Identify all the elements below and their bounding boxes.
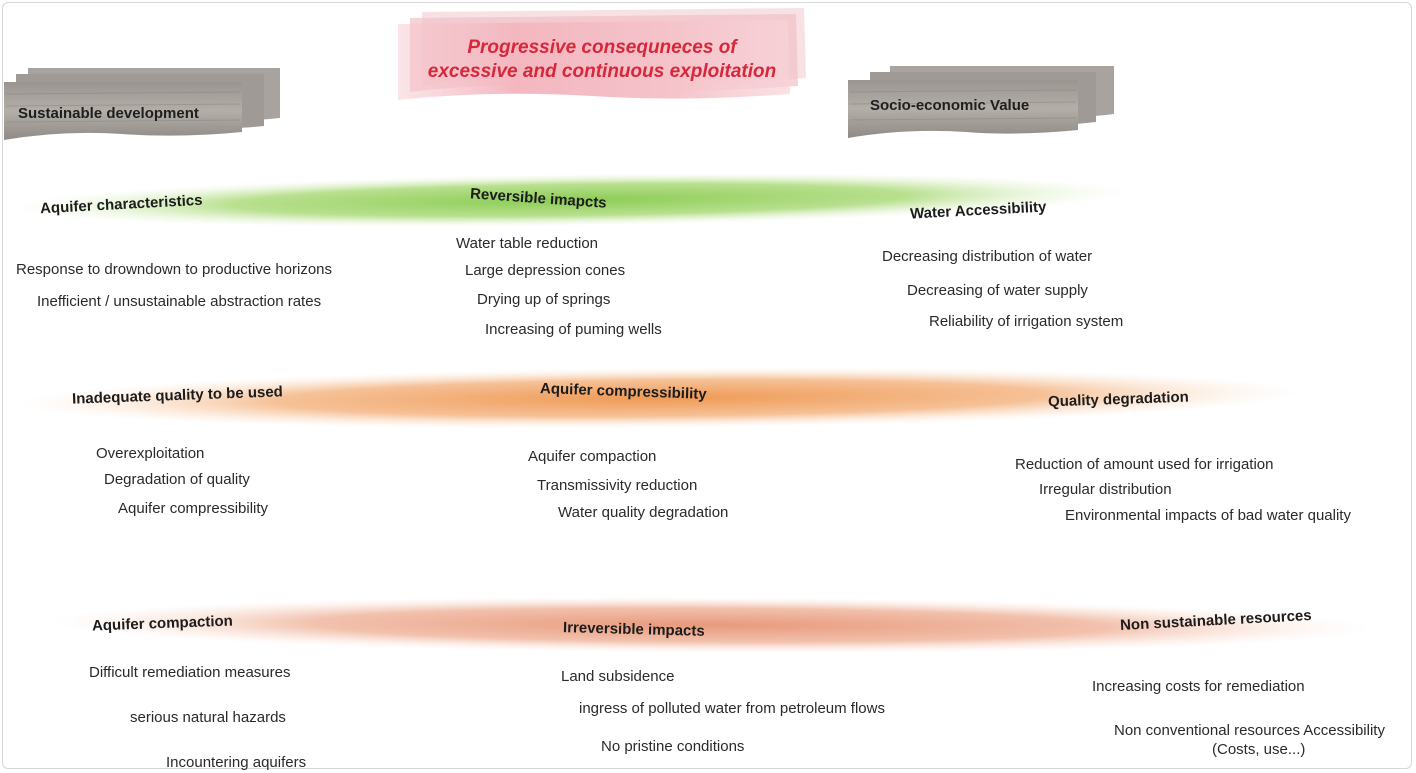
title-line-1: Progressive consequneces of xyxy=(467,37,737,58)
sustainable-development-label: Sustainable development xyxy=(18,105,199,122)
list-item: Increasing costs for remediation xyxy=(1092,678,1305,695)
list-item: Irregular distribution xyxy=(1039,481,1172,498)
band-compressibility xyxy=(20,367,1300,429)
socio-economic-value-label: Socio-economic Value xyxy=(870,97,1030,114)
title-banner: Progressive consequneces of excessive an… xyxy=(392,8,812,100)
band-irreversible xyxy=(50,596,1370,654)
list-item: Response to drowndown to productive hori… xyxy=(16,261,333,278)
list-item: Decreasing distribution of water xyxy=(882,248,1093,265)
socio-economic-value-box: Socio-economic Value xyxy=(846,64,1118,144)
list-item: Reduction of amount used for irrigation xyxy=(1015,456,1274,473)
list-item: (Costs, use...) xyxy=(1212,741,1306,758)
list-item: ingress of polluted water from petroleum… xyxy=(579,700,885,717)
list-item: Land subsidence xyxy=(561,668,675,685)
list-item: Aquifer compressibility xyxy=(118,500,269,517)
list-item: Large depression cones xyxy=(465,262,626,279)
list-item: serious natural hazards xyxy=(130,709,286,726)
list-item: Degradation of quality xyxy=(104,471,250,488)
list-item: Transmissivity reduction xyxy=(537,477,698,494)
list-item: Reliability of irrigation system xyxy=(929,313,1124,330)
list-item: Aquifer compaction xyxy=(528,448,657,465)
list-item: Drying up of springs xyxy=(477,291,611,308)
band-reversible xyxy=(10,172,1130,228)
list-item: Incountering aquifers xyxy=(166,754,307,771)
sustainable-development-box: Sustainable development xyxy=(2,66,284,146)
list-item: Increasing of puming wells xyxy=(485,321,662,338)
list-item: Water table reduction xyxy=(456,235,599,252)
list-item: Water quality degradation xyxy=(558,504,729,521)
list-item: Overexploitation xyxy=(96,445,205,462)
title-line-2: excessive and continuous exploitation xyxy=(427,61,777,82)
list-item: Environmental impacts of bad water quali… xyxy=(1065,507,1351,524)
list-item: No pristine conditions xyxy=(601,738,745,755)
list-item: Non conventional resources Accessibility xyxy=(1114,722,1385,739)
list-item: Decreasing of water supply xyxy=(907,282,1088,299)
list-item: Difficult remediation measures xyxy=(89,664,291,681)
list-item: Inefficient / unsustainable abstraction … xyxy=(37,293,322,310)
